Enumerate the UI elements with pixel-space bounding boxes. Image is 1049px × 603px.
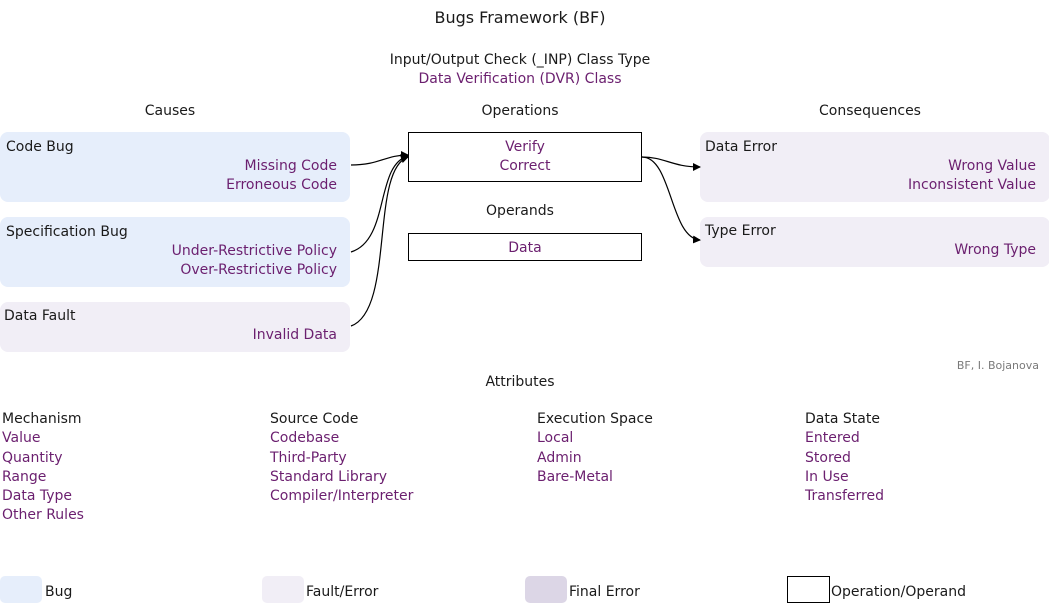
cause-title: Data Fault <box>4 308 76 324</box>
arrow-spec-bug <box>350 154 409 253</box>
cause-item: Under-Restrictive Policy <box>171 243 337 259</box>
attribute-title: Mechanism <box>2 411 82 427</box>
attribute-item: Data Type <box>2 488 73 505</box>
legend-swatch-fault-error <box>262 576 304 603</box>
cause-item: Erroneous Code <box>226 177 337 193</box>
attribute-item: Compiler/Interpreter <box>270 488 414 505</box>
cause-code-bug: Code Bug Missing Code Erroneous Code <box>0 132 350 202</box>
consequence-title: Data Error <box>705 139 778 155</box>
operations-header: Operations <box>481 103 559 119</box>
attribute-item: Local <box>537 430 574 447</box>
legend-swatch-operation-operand <box>787 576 830 603</box>
legend-swatch-bug <box>0 576 42 603</box>
credit-label: BF, I. Bojanova <box>956 359 1039 372</box>
attribute-item: Stored <box>805 449 851 466</box>
cause-data-fault: Data Fault Invalid Data <box>0 302 350 352</box>
cause-item: Over-Restrictive Policy <box>180 262 337 278</box>
causes-header: Causes <box>144 103 196 119</box>
consequence-data-error: Data Error Wrong Value Inconsistent Valu… <box>700 132 1049 202</box>
consequence-type-error: Type Error Wrong Type <box>700 217 1049 267</box>
attribute-item: Other Rules <box>2 507 84 524</box>
arrow-data-fault <box>350 155 409 327</box>
attribute-item: Quantity <box>2 449 63 466</box>
cause-title: Code Bug <box>6 139 74 155</box>
class-name-label: Data Verification (DVR) Class <box>418 71 622 87</box>
attribute-item: Bare-Metal <box>537 468 613 485</box>
attribute-item: Range <box>2 468 47 485</box>
legend-label: Final Error <box>569 584 640 600</box>
attribute-execution-space: Execution Space Local Admin Bare-Metal <box>537 410 653 487</box>
attribute-item: Entered <box>805 430 860 447</box>
cause-item: Invalid Data <box>252 327 337 343</box>
consequence-item: Wrong Value <box>948 158 1036 174</box>
attribute-title: Data State <box>805 411 880 427</box>
operation-item: Correct <box>499 158 551 174</box>
cause-title: Specification Bug <box>6 224 128 240</box>
arrow-type-error <box>641 156 701 244</box>
consequence-title: Type Error <box>705 223 776 239</box>
consequence-item: Inconsistent Value <box>908 177 1036 193</box>
legend-label: Fault/Error <box>306 584 379 600</box>
cause-item: Missing Code <box>244 158 338 174</box>
operands-header: Operands <box>486 203 554 219</box>
legend-swatch-final-error <box>525 576 567 603</box>
attribute-data-state: Data State Entered Stored In Use Transfe… <box>805 410 884 506</box>
attribute-item: Value <box>2 430 41 447</box>
operation-item: Verify <box>505 139 545 155</box>
diagram-title: Bugs Framework (BF) <box>434 8 606 27</box>
operand-item: Data <box>508 240 542 256</box>
legend-label: Bug <box>45 584 73 600</box>
operations-box: Verify Correct <box>408 132 642 182</box>
attribute-item: Standard Library <box>270 468 388 485</box>
consequence-item: Wrong Type <box>954 242 1036 258</box>
attribute-source-code: Source Code Codebase Third-Party Standar… <box>270 410 413 506</box>
attribute-title: Execution Space <box>537 411 653 427</box>
attribute-mechanism: Mechanism Value Quantity Range Data Type… <box>2 410 84 526</box>
consequences-header: Consequences <box>819 103 921 119</box>
attributes-header: Attributes <box>485 374 555 390</box>
attribute-item: Third-Party <box>270 449 347 466</box>
arrow-data-error <box>641 156 701 171</box>
attribute-item: Admin <box>537 449 582 466</box>
attribute-item: In Use <box>805 468 849 485</box>
attribute-title: Source Code <box>270 411 359 427</box>
attribute-item: Codebase <box>270 430 340 447</box>
operands-box: Data <box>408 233 642 261</box>
attribute-item: Transferred <box>805 488 884 505</box>
legend-label: Operation/Operand <box>831 584 967 600</box>
cause-specification-bug: Specification Bug Under-Restrictive Poli… <box>0 217 350 287</box>
class-type-label: Input/Output Check (_INP) Class Type <box>389 52 651 68</box>
